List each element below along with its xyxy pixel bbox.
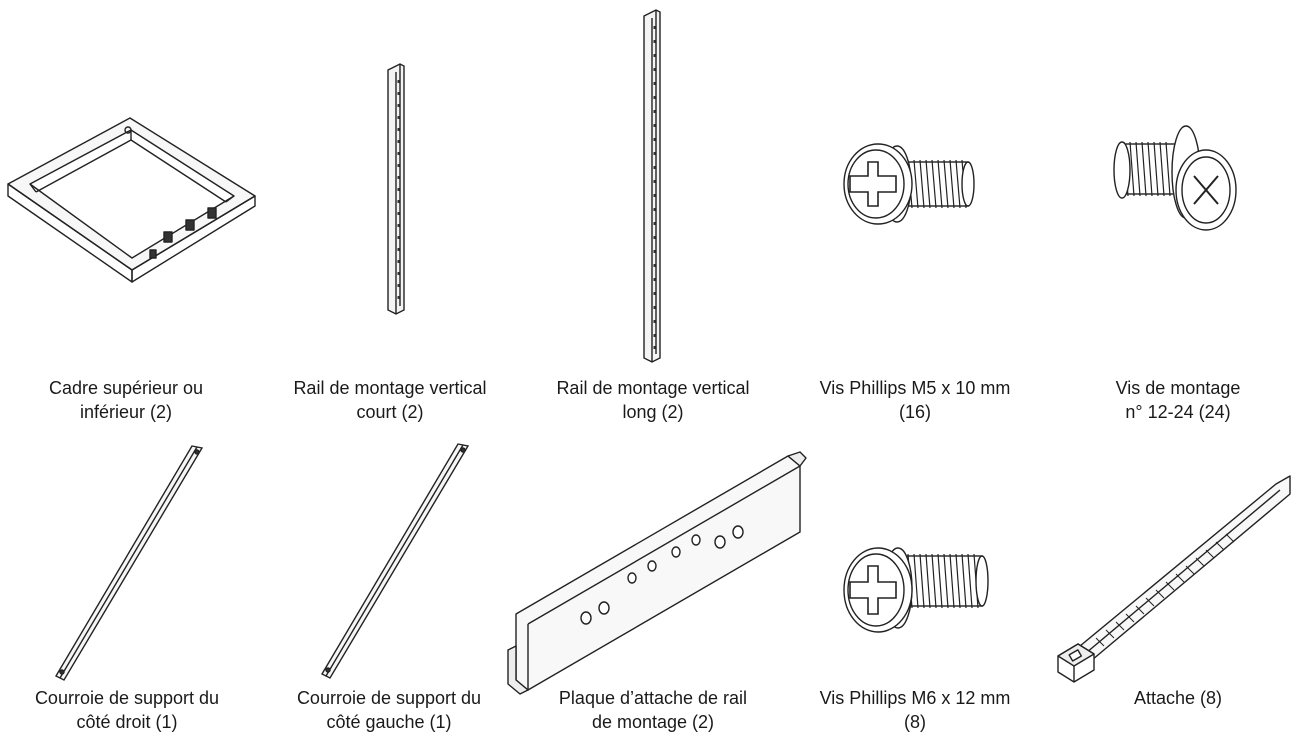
caption-frame: Cadre supérieur ou inférieur (2) — [6, 376, 246, 424]
caption-mount-screw-line2: n° 12-24 (24) — [1125, 402, 1231, 422]
caption-long-rail-line1: Rail de montage vertical — [556, 378, 750, 398]
caption-cable-tie-line1: Attache (8) — [1133, 688, 1223, 708]
caption-left-strap-line1: Courroie de support du — [296, 688, 482, 708]
caption-right-strap-line1: Courroie de support du — [34, 688, 220, 708]
caption-mount-screw-line1: Vis de montage — [1115, 378, 1241, 398]
caption-left-strap: Courroie de support du côté gauche (1) — [269, 686, 509, 734]
caption-m6-screw-line2: (8) — [904, 712, 926, 732]
phillips-screw-icon — [843, 143, 975, 225]
caption-m5-screw: Vis Phillips M5 x 10 mm (16) — [795, 376, 1035, 424]
short-rail-icon — [387, 63, 405, 315]
caption-short-rail: Rail de montage vertical court (2) — [270, 376, 510, 424]
caption-mount-screw: Vis de montage n° 12-24 (24) — [1058, 376, 1292, 424]
caption-frame-line2: inférieur (2) — [79, 402, 173, 422]
caption-frame-line1: Cadre supérieur ou — [48, 378, 204, 398]
caption-attach-plate-line2: de montage (2) — [591, 712, 715, 732]
caption-left-strap-line2: côté gauche (1) — [326, 712, 452, 732]
caption-m5-screw-line1: Vis Phillips M5 x 10 mm — [819, 378, 1011, 398]
caption-long-rail: Rail de montage vertical long (2) — [533, 376, 773, 424]
caption-m6-screw: Vis Phillips M6 x 12 mm (8) — [795, 686, 1035, 734]
caption-right-strap: Courroie de support du côté droit (1) — [7, 686, 247, 734]
caption-short-rail-line1: Rail de montage vertical — [293, 378, 487, 398]
caption-m5-screw-line2: (16) — [898, 402, 931, 422]
mounting-screw-icon — [1113, 125, 1237, 231]
caption-attach-plate-line1: Plaque d’attache de rail — [558, 688, 748, 708]
caption-attach-plate: Plaque d’attache de rail de montage (2) — [533, 686, 773, 734]
caption-m6-screw-line1: Vis Phillips M6 x 12 mm — [819, 688, 1011, 708]
caption-right-strap-line2: côté droit (1) — [76, 712, 178, 732]
caption-cable-tie: Attache (8) — [1058, 686, 1292, 710]
caption-long-rail-line2: long (2) — [622, 402, 684, 422]
long-rail-icon — [643, 9, 661, 363]
rack-frame-icon — [7, 117, 256, 283]
caption-short-rail-line2: court (2) — [356, 402, 424, 422]
